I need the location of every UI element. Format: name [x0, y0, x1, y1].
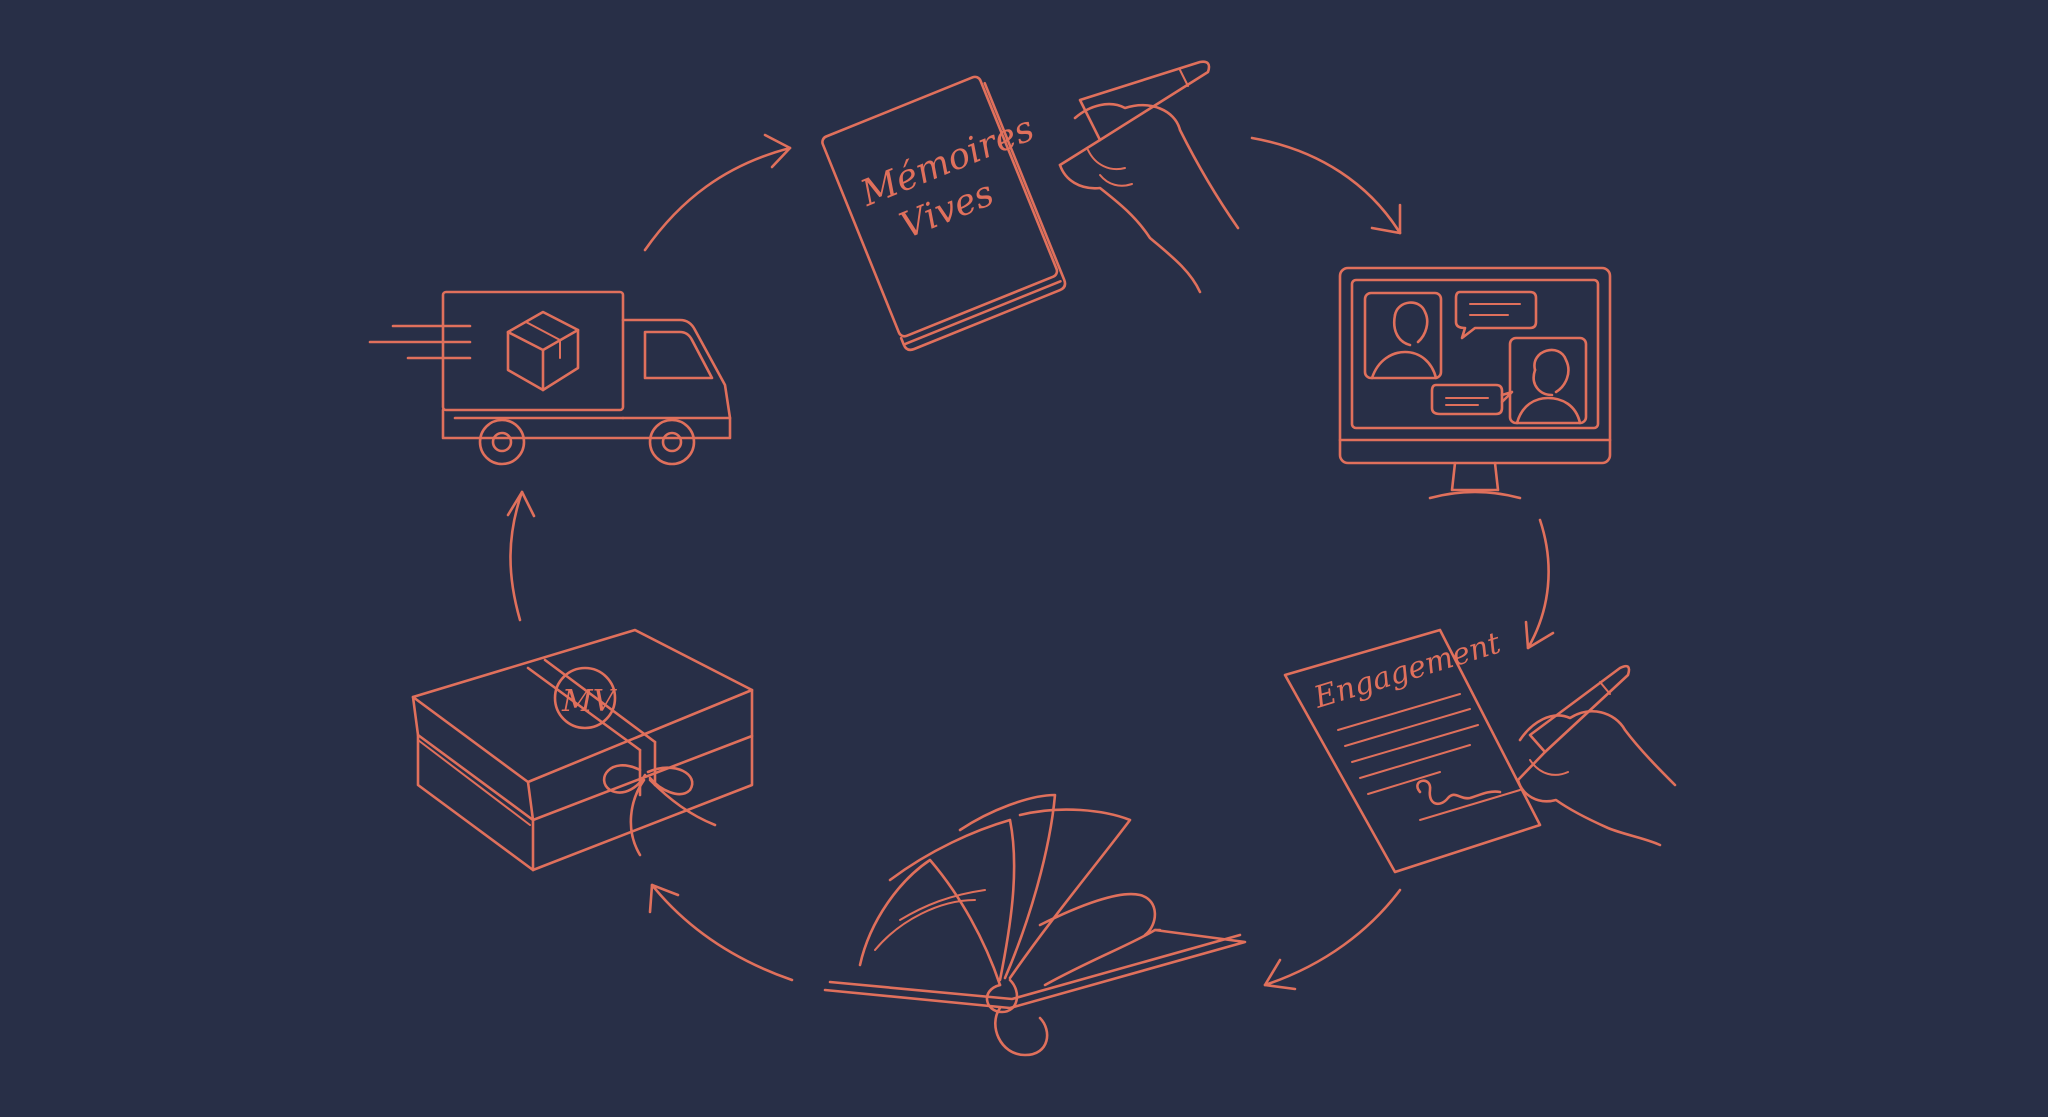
arrow-monitor-to-contract	[1524, 518, 1555, 650]
caller-woman-icon	[1508, 336, 1588, 425]
truck-wheel	[648, 418, 696, 466]
gift-monogram: MV	[561, 684, 618, 719]
truck-wheel	[478, 418, 526, 466]
caller-man-icon	[1363, 291, 1443, 380]
arrow-gift-to-truck	[506, 490, 536, 622]
arrow-notebook-to-monitor	[1250, 136, 1402, 235]
delivery-truck-icon	[368, 290, 732, 466]
writing-hand-icon	[1058, 60, 1240, 294]
arrow-contract-to-book	[1263, 888, 1402, 991]
open-book-icon	[823, 793, 1247, 1057]
video-call-monitor-icon	[1338, 266, 1612, 500]
book-pages	[858, 793, 1162, 987]
chat-bubble-icon	[1454, 290, 1538, 340]
arrow-truck-to-notebook	[643, 133, 792, 252]
arrow-book-to-gift	[648, 883, 794, 982]
gift-box-icon: MV	[411, 628, 754, 872]
ribbon-icon	[526, 658, 717, 857]
signature-icon	[1416, 779, 1521, 821]
writing-hand-icon	[1516, 664, 1677, 847]
speed-lines	[368, 324, 472, 360]
contract-text-lines	[1337, 693, 1479, 795]
seal-icon	[553, 666, 617, 730]
package-icon	[506, 310, 580, 392]
cycle-arrows	[506, 133, 1555, 991]
chat-bubble-icon	[1430, 383, 1514, 416]
